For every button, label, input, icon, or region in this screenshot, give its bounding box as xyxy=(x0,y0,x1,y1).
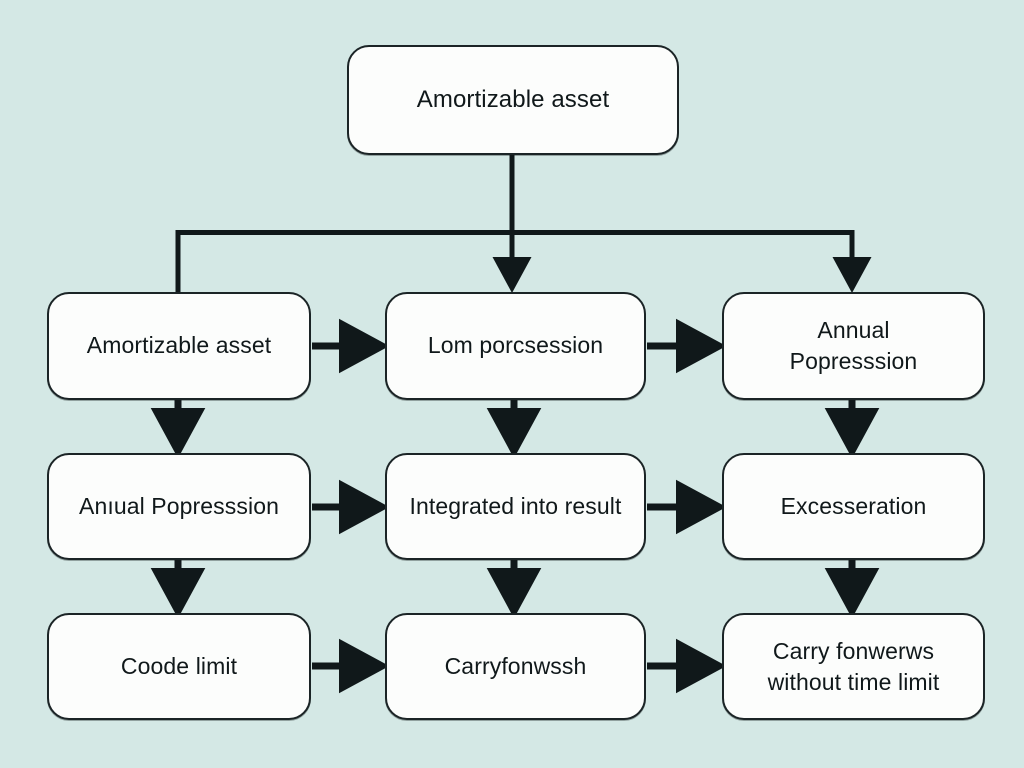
node-r2c2[interactable]: Integrated into result xyxy=(385,453,646,560)
node-r1c2[interactable]: Lom porcsession xyxy=(385,292,646,400)
node-r3c3-label: Carry fonwerws without time limit xyxy=(767,637,940,695)
node-r2c1-label: Anıual Popresssion xyxy=(79,492,279,519)
node-r1c2-label: Lom porcsession xyxy=(427,332,604,359)
node-r2c3[interactable]: Excesseration xyxy=(722,453,985,560)
node-r3c1-label: Coode limit xyxy=(120,652,238,679)
node-r1c1-label: Amortizable asset xyxy=(86,332,272,359)
node-r1c3-label: Annual Popresssion xyxy=(789,317,918,374)
node-root[interactable]: Amortizable asset xyxy=(347,45,679,155)
node-r3c2[interactable]: Carryfonwssh xyxy=(385,613,646,720)
node-r2c3-label: Excesseration xyxy=(780,492,927,519)
node-root-label: Amortizable asset xyxy=(416,86,610,114)
node-r3c3[interactable]: Carry fonwerws without time limit xyxy=(722,613,985,720)
node-r1c3[interactable]: Annual Popresssion xyxy=(722,292,985,400)
node-r3c1[interactable]: Coode limit xyxy=(47,613,311,720)
node-r2c1[interactable]: Anıual Popresssion xyxy=(47,453,311,560)
node-r2c2-label: Integrated into result xyxy=(409,492,622,519)
node-r3c2-label: Carryfonwssh xyxy=(444,652,587,679)
node-r1c1[interactable]: Amortizable asset xyxy=(47,292,311,400)
